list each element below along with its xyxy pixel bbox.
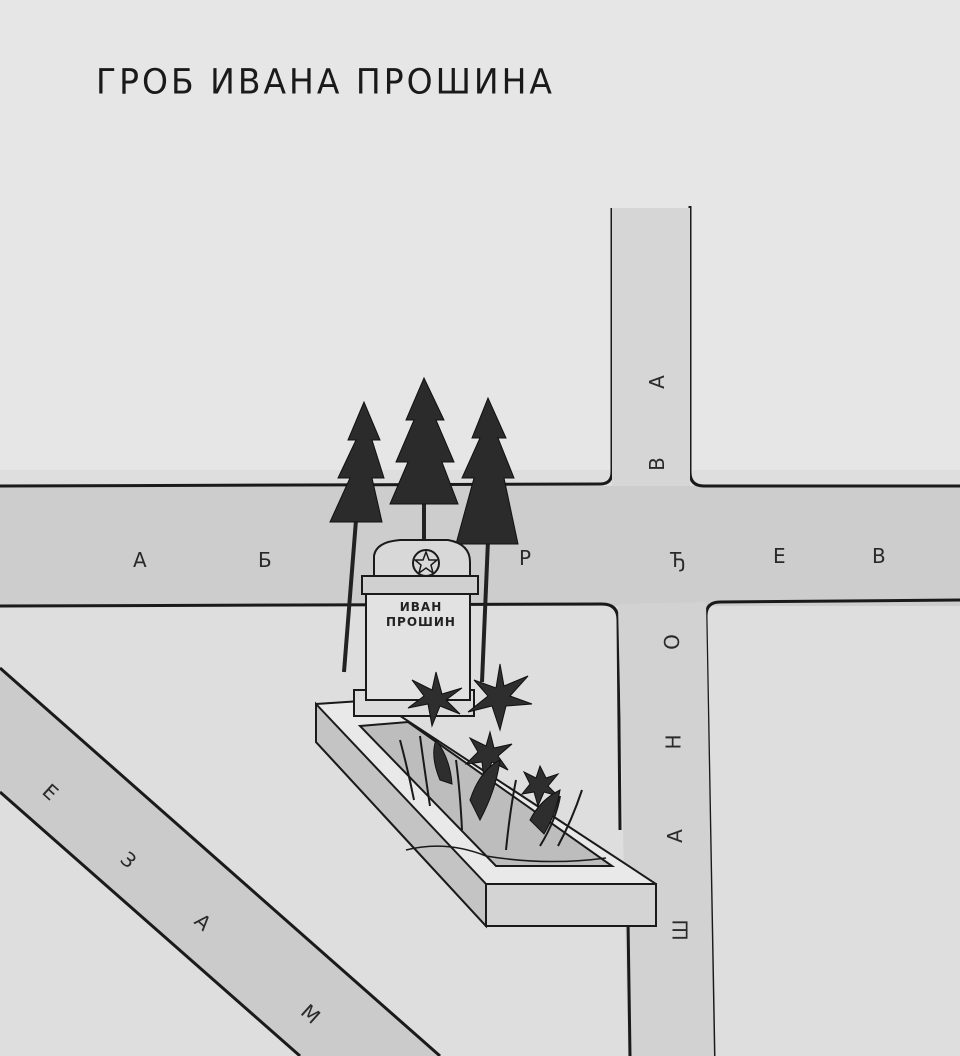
street-letter-v: А [644, 375, 669, 389]
street-letter-h: Б [258, 548, 272, 572]
street-letter-h: В [872, 544, 886, 568]
street-letter-v: Н [661, 734, 686, 750]
street-letter-v: А [662, 829, 687, 843]
diagonal-street [0, 666, 441, 1056]
tree-icon [389, 376, 459, 540]
street-letter-h: Р [519, 546, 532, 570]
tree-icon [455, 396, 519, 683]
vertical-street [612, 208, 714, 1056]
tree-icon [329, 400, 385, 673]
street-letter-h: Ђ [670, 548, 686, 572]
flower-icon [399, 663, 607, 863]
street-letter-h: Е [773, 544, 786, 568]
inscription-first-name: ИВАН [399, 600, 443, 614]
street-letter-v: Ш [668, 919, 693, 941]
street-letter-v: В [644, 457, 669, 471]
gravestone-inscription: ИВАН ПРОШИН [376, 600, 466, 630]
street-letter-h: А [133, 548, 147, 572]
page-title: ГРОБ ИВАНА ПРОШИНА [96, 61, 555, 102]
street-letter-v: О [659, 634, 684, 650]
inscription-last-name: ПРОШИН [386, 615, 456, 629]
paper-light-area [0, 0, 960, 470]
red-star-icon [412, 549, 440, 577]
